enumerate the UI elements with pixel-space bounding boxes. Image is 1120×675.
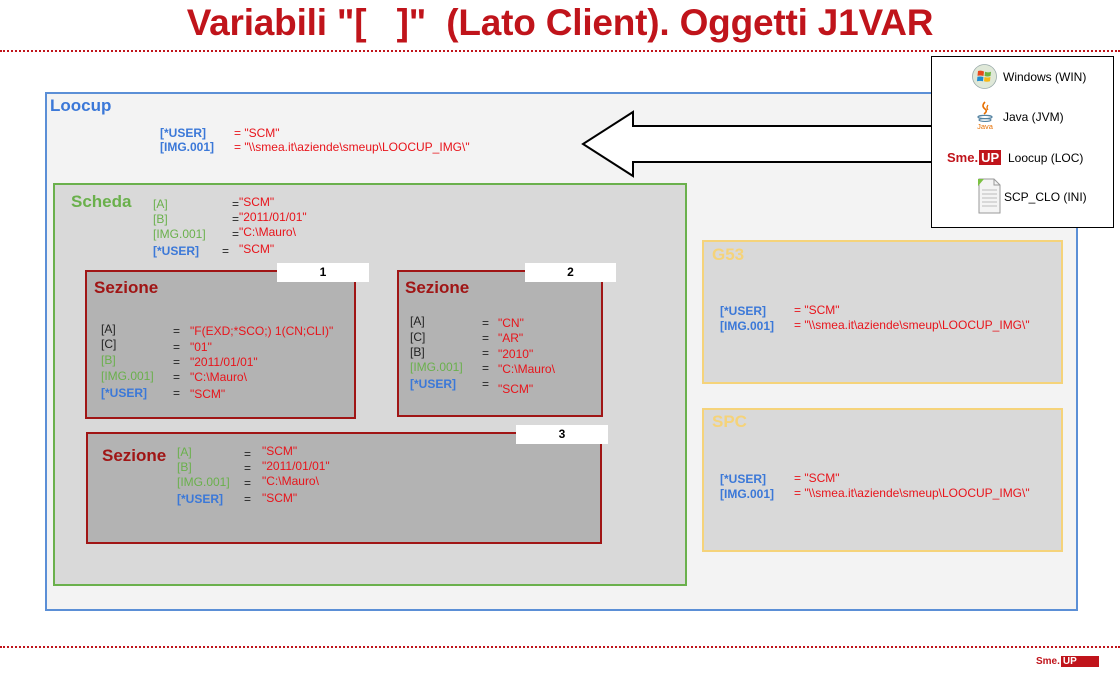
sezione-3-val-user: "SCM" <box>262 491 298 505</box>
sezione-2-val-c: "AR" <box>498 331 524 345</box>
spc-label: SPC <box>712 412 747 431</box>
spc-val-user: = "SCM" <box>794 471 840 485</box>
sezione-1-key-b: [B] <box>101 353 116 367</box>
scheda-label: Scheda <box>71 192 132 211</box>
sezione-2-key-user: [*USER] <box>410 377 457 391</box>
scheda-eq-b: = <box>232 212 240 226</box>
g53-val-user: = "SCM" <box>794 303 840 317</box>
sezione-1-eq-a: = <box>173 324 181 338</box>
g53-key-img: [IMG.001] <box>720 319 775 333</box>
sezione-2-val-b: "2010" <box>498 347 534 361</box>
sezione-1-val-user: "SCM" <box>190 387 226 401</box>
sezione-2-key-img: [IMG.001] <box>410 360 463 374</box>
sezione-1-label: Sezione <box>94 278 159 297</box>
bottom-dotted-divider <box>0 646 1120 648</box>
sezione-1-val-c: "01" <box>190 340 212 354</box>
sezione-3-val-b: "2011/01/01" <box>262 459 330 473</box>
sezione-2-box <box>397 270 603 417</box>
sezione-3-key-a: [A] <box>177 445 192 459</box>
scheda-key-b: [B] <box>153 212 168 226</box>
loocup-val-img: = "\\smea.it\aziende\smeup\LOOCUP_IMG\" <box>234 140 470 154</box>
sezione-2-label: Sezione <box>405 278 470 297</box>
sezione-3-key-b: [B] <box>177 460 192 474</box>
top-dotted-divider <box>0 50 1120 52</box>
legend-label-loocup: Loocup (LOC) <box>1008 151 1084 165</box>
java-icon: Java <box>977 101 994 130</box>
scheda-key-user: [*USER] <box>153 244 200 258</box>
legend-label-java: Java (JVM) <box>1003 110 1064 124</box>
sezione-2-eq-user: = <box>482 377 490 391</box>
sezione-1-eq-img: = <box>173 370 181 384</box>
legend-label-windows: Windows (WIN) <box>1003 70 1087 84</box>
spc-val-img: = "\\smea.it\aziende\smeup\LOOCUP_IMG\" <box>794 486 1030 500</box>
sezione-3-eq-b: = <box>244 461 252 475</box>
scheda-key-img: [IMG.001] <box>153 227 206 241</box>
inheritance-arrow <box>581 110 934 178</box>
scheda-val-user: "SCM" <box>239 242 275 256</box>
sezione-2-key-c: [C] <box>410 330 426 344</box>
sezione-2-val-user: "SCM" <box>498 382 534 396</box>
sezione-1-eq-c: = <box>173 340 181 354</box>
scheda-key-a: [A] <box>153 197 168 211</box>
java-icon-text: Java <box>977 122 994 130</box>
sezione-2-key-b: [B] <box>410 345 425 359</box>
loocup-val-user: = "SCM" <box>234 126 280 140</box>
sezione-2-eq-b: = <box>482 346 490 360</box>
g53-label: G53 <box>712 245 745 264</box>
sezione-2-eq-img: = <box>482 361 490 375</box>
g53-box <box>702 240 1063 384</box>
sezione-1-val-a: "F(EXD;*SCO;) 1(CN;CLI)" <box>190 324 334 338</box>
page-title: Variabili "[ ]" (Lato Client). Oggetti J… <box>186 2 934 43</box>
sezione-3-val-img: "C:\Mauro\ <box>262 474 319 488</box>
loocup-label: Loocup <box>50 96 112 115</box>
scheda-val-a: "SCM" <box>239 195 275 209</box>
legend-box <box>931 56 1114 228</box>
scheda-eq-img: = <box>232 227 240 241</box>
spc-box <box>702 408 1063 552</box>
sezione-1-key-img: [IMG.001] <box>101 369 154 383</box>
legend-label-scp-clo: SCP_CLO (INI) <box>1004 190 1087 204</box>
scheda-eq-user: = <box>222 244 230 258</box>
sezione-3-number: 3 <box>516 425 608 444</box>
sezione-2-val-a: "CN" <box>498 316 524 330</box>
file-icon <box>978 178 1001 214</box>
spc-key-img: [IMG.001] <box>720 487 775 501</box>
sezione-1-number: 1 <box>277 263 369 282</box>
sezione-1-eq-user: = <box>173 386 181 400</box>
sezione-2-val-img: "C:\Mauro\ <box>498 362 555 376</box>
footer-smeup-logo: Sme.UP <box>1036 656 1099 667</box>
sezione-1-val-b: "2011/01/01" <box>190 355 258 369</box>
sezione-3-eq-a: = <box>244 447 252 461</box>
sezione-3-box <box>86 432 602 544</box>
sezione-1-key-c: [C] <box>101 337 117 351</box>
sezione-1-val-img: "C:\Mauro\ <box>190 370 247 384</box>
sezione-3-key-user: [*USER] <box>177 492 224 506</box>
sezione-1-key-a: [A] <box>101 322 116 336</box>
sezione-3-eq-img: = <box>244 476 252 490</box>
sezione-1-key-user: [*USER] <box>101 386 148 400</box>
scheda-eq-a: = <box>232 197 240 211</box>
sezione-3-val-a: "SCM" <box>262 444 298 458</box>
spc-key-user: [*USER] <box>720 472 767 486</box>
sezione-2-eq-c: = <box>482 331 490 345</box>
scheda-val-b: "2011/01/01" <box>239 210 307 224</box>
sezione-3-eq-user: = <box>244 492 252 506</box>
sezione-2-eq-a: = <box>482 316 490 330</box>
loocup-key-img: [IMG.001] <box>160 140 215 154</box>
g53-val-img: = "\\smea.it\aziende\smeup\LOOCUP_IMG\" <box>794 318 1030 332</box>
sezione-3-key-img: [IMG.001] <box>177 475 230 489</box>
g53-key-user: [*USER] <box>720 304 767 318</box>
smeup-logo: Sme.UP <box>947 150 1002 165</box>
sezione-2-key-a: [A] <box>410 314 425 328</box>
windows-icon <box>972 64 997 89</box>
sezione-1-eq-b: = <box>173 355 181 369</box>
loocup-key-user: [*USER] <box>160 126 207 140</box>
sezione-2-number: 2 <box>525 263 616 282</box>
sezione-3-label: Sezione <box>102 446 167 465</box>
sezione-1-box <box>85 270 356 419</box>
scheda-val-img: "C:\Mauro\ <box>239 225 296 239</box>
